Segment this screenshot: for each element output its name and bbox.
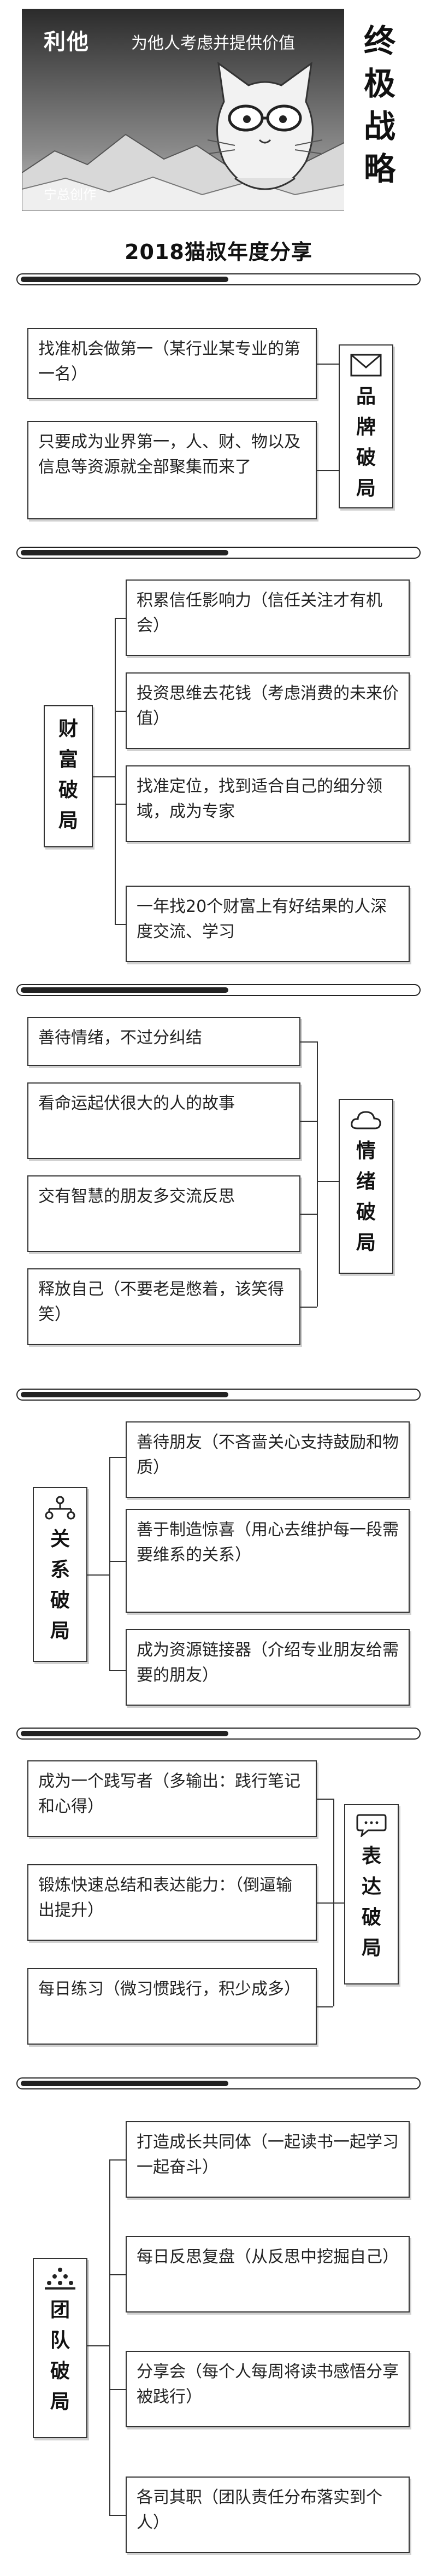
list-item: 投资思维去花钱（考虑消费的未来价值） (126, 672, 410, 749)
list-item: 只要成为业界第一，人、财、物以及信息等资源就全部聚集而来了 (27, 421, 317, 519)
section-label-brand: 品 牌 破 局 (339, 344, 393, 508)
list-item: 积累信任影响力（信任关注才有机会） (126, 579, 410, 656)
section-label-relationship: 关 系 破 局 (33, 1487, 87, 1662)
section-divider (16, 1728, 421, 1740)
header-subtitle: 为他人考虑并提供价值 (131, 34, 295, 53)
list-item: 看命运起伏很大的人的故事 (27, 1082, 300, 1159)
list-item: 找准定位，找到适合自己的细分领域，成为专家 (126, 765, 410, 842)
section-divider (16, 984, 421, 996)
section-brand: 找准机会做第一（某行业某专业的第一名） 只要成为业界第一，人、财、物以及信息等资… (0, 306, 437, 525)
section-wealth: 财 富 破 局 积累信任影响力（信任关注才有机会） 投资思维去花钱（考虑消费的未… (0, 574, 437, 968)
list-item: 释放自己（不要老是憋着，该笑得笑） (27, 1268, 300, 1345)
list-item: 各司其职（团队责任分布落实到个人） (126, 2477, 410, 2553)
header-banner: 利他 为他人考虑并提供价值 宁总创作 终 极 战 略 (22, 9, 415, 211)
list-item: 每日反思复盘（从反思中挖掘自己） (126, 2236, 410, 2312)
section-team: 团 队 破 局 打造成长共同体（一起读书一起学习一起奋斗） 每日反思复盘（从反思… (0, 2110, 437, 2569)
section-relationship: 关 系 破 局 善待朋友（不吝啬关心支持鼓励和物质） 善于制造惊喜（用心去维护每… (0, 1416, 437, 1711)
section-divider (16, 1389, 421, 1401)
list-item: 每日练习（微习惯践行，积少成多） (27, 1968, 317, 2045)
list-item: 打造成长共同体（一起读书一起学习一起奋斗） (126, 2121, 410, 2198)
section-label-expression: 表 达 破 局 (344, 1804, 399, 1984)
list-item: 善待情绪，不过分纠结 (27, 1017, 300, 1066)
list-item: 善待朋友（不吝啬关心支持鼓励和物质） (126, 1421, 410, 1498)
people-network-icon (45, 1496, 75, 1520)
list-item: 锻炼快速总结和表达能力：（倒逼输出提升） (27, 1864, 317, 1941)
author-credit: 宁总创作 (44, 187, 96, 202)
section-divider (16, 273, 421, 285)
list-item: 成为一个践写者（多输出：践行笔记和心得） (27, 1760, 317, 1837)
side-title-panel (344, 9, 415, 211)
cloud-icon (351, 1111, 381, 1129)
list-item: 分享会（每个人每周将读书感悟分享被践行） (126, 2351, 410, 2427)
page-title: 2018猫叔年度分享 (125, 240, 312, 264)
list-item: 一年找20个财富上有好结果的人深度交流、学习 (126, 886, 410, 962)
header-title: 利他 (44, 30, 90, 55)
section-label-team: 团 队 破 局 (33, 2258, 87, 2438)
list-item: 善于制造惊喜（用心去维护每一段需要维系的关系） (126, 1509, 410, 1613)
section-divider (16, 547, 421, 559)
list-item: 成为资源链接器（介绍专业朋友给需要的朋友） (126, 1629, 410, 1706)
section-label-emotion: 情 绪 破 局 (339, 1099, 393, 1274)
list-item: 交有智慧的朋友多交流反思 (27, 1175, 300, 1252)
team-pyramid-icon (45, 2268, 75, 2290)
speech-bubble-icon (356, 1814, 387, 1837)
section-divider (16, 2077, 421, 2089)
side-title: 终 极 战 略 (363, 22, 395, 188)
section-expression: 成为一个践写者（多输出：践行笔记和心得） 锻炼快速总结和表达能力：（倒逼输出提升… (0, 1755, 437, 2061)
section-label-wealth: 财 富 破 局 (44, 705, 93, 847)
cat-with-glasses-illustration (207, 61, 323, 190)
list-item: 找准机会做第一（某行业某专业的第一名） (27, 328, 317, 399)
envelope-icon (350, 354, 382, 377)
section-emotion: 善待情绪，不过分纠结 看命运起伏很大的人的故事 交有智慧的朋友多交流反思 释放自… (0, 1011, 437, 1372)
